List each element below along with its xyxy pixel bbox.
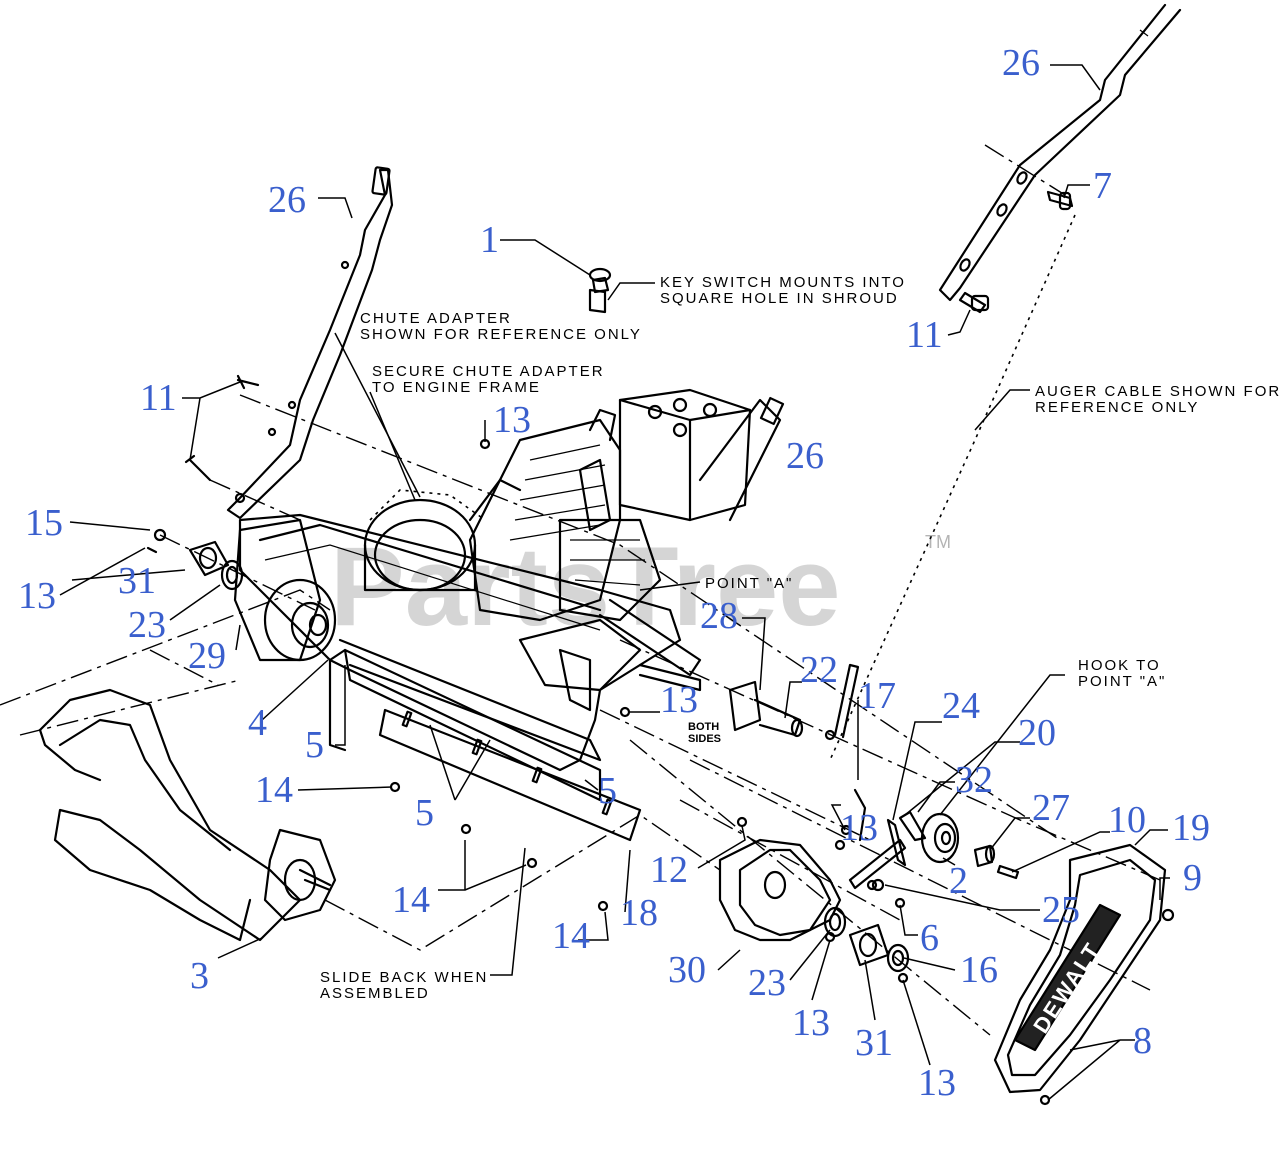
callout-26-left: 26 [268, 179, 306, 221]
note-both-1: BOTH [688, 721, 719, 733]
frame-housing [238, 513, 702, 772]
key-switch [588, 267, 612, 314]
callout-5-center: 5 [415, 792, 434, 834]
engine-assembly [468, 388, 785, 622]
callout-20: 20 [1018, 712, 1056, 754]
callout-18: 18 [620, 892, 658, 934]
callout-23-left: 23 [128, 604, 166, 646]
callout-6: 6 [920, 917, 939, 959]
callout-13-bottom-b: 13 [918, 1062, 956, 1104]
auger-cable [824, 663, 860, 741]
callout-5-right: 5 [598, 770, 617, 812]
callout-29: 29 [188, 635, 226, 677]
callout-13-center: 13 [660, 679, 698, 721]
callout-12: 12 [650, 849, 688, 891]
bolt-7 [1046, 190, 1074, 211]
chute-adapter [363, 489, 486, 592]
note-key-switch-1: KEY SWITCH MOUNTS INTO [660, 274, 906, 291]
callout-8: 8 [1133, 1020, 1152, 1062]
callout-14-c: 14 [552, 915, 590, 957]
callout-14-b: 14 [392, 879, 430, 921]
callout-19: 19 [1172, 807, 1210, 849]
callout-7: 7 [1093, 165, 1112, 207]
callout-13-bottom-a: 13 [792, 1002, 830, 1044]
note-hook-1: HOOK TO [1078, 657, 1161, 674]
alignment-lines [0, 144, 1161, 1036]
callout-9: 9 [1183, 857, 1202, 899]
note-slide-back-2: ASSEMBLED [320, 985, 430, 1002]
callout-11-left: 11 [140, 377, 177, 419]
callout-3: 3 [190, 955, 209, 997]
callout-23-right: 23 [748, 962, 786, 1004]
left-handle [226, 166, 394, 520]
bracket-28 [728, 680, 804, 738]
flange-31-right [848, 923, 890, 967]
callout-13-mid: 13 [840, 807, 878, 849]
callout-22: 22 [800, 649, 838, 691]
callout-11-right: 11 [906, 314, 943, 356]
callout-4: 4 [248, 702, 267, 744]
callout-31-left: 31 [118, 560, 156, 602]
note-chute-secure-1: SECURE CHUTE ADAPTER [372, 363, 605, 380]
callout-32: 32 [955, 759, 993, 801]
watermark-tm: TM [925, 532, 951, 552]
callout-26-engine: 26 [786, 435, 824, 477]
note-chute-secure-2: TO ENGINE FRAME [372, 379, 541, 396]
bearing-16 [886, 943, 910, 973]
right-handle-upper [938, 3, 1182, 302]
callout-13-left: 13 [18, 575, 56, 617]
callouts: 26 26 26 1 7 11 11 13 15 13 31 23 29 4 5… [18, 42, 1210, 1104]
bolt-10 [996, 864, 1020, 880]
callout-5-left: 5 [305, 724, 324, 766]
note-key-switch-2: SQUARE HOLE IN SHROUD [660, 290, 899, 307]
callout-25: 25 [1042, 889, 1080, 931]
note-slide-back-1: SLIDE BACK WHEN [320, 969, 488, 986]
note-chute-ref-1: CHUTE ADAPTER [360, 310, 512, 327]
note-both-2: SIDES [688, 733, 721, 745]
notes: KEY SWITCH MOUNTS INTO SQUARE HOLE IN SH… [320, 274, 1280, 1002]
callout-24: 24 [942, 685, 980, 727]
note-hook-2: POINT "A" [1078, 673, 1166, 690]
note-auger-cable-1: AUGER CABLE SHOWN FOR [1035, 383, 1280, 400]
callout-27: 27 [1032, 787, 1070, 829]
auger [38, 688, 337, 942]
note-auger-cable-2: REFERENCE ONLY [1035, 399, 1199, 416]
callout-30: 30 [668, 949, 706, 991]
callout-17: 17 [858, 675, 896, 717]
scraper-bar [343, 648, 642, 912]
callout-31-right: 31 [855, 1022, 893, 1064]
callout-13-top: 13 [493, 399, 531, 441]
shaft-22 [638, 663, 702, 692]
callout-15: 15 [25, 502, 63, 544]
leader-lines [59, 64, 1170, 1101]
callout-16: 16 [960, 949, 998, 991]
left-side-plate [233, 518, 337, 662]
spacer-27 [973, 844, 996, 868]
callout-28: 28 [700, 595, 738, 637]
callout-26-top: 26 [1002, 42, 1040, 84]
callout-1: 1 [480, 219, 499, 261]
callout-2: 2 [949, 860, 968, 902]
bearing-flange-left [146, 528, 244, 591]
note-point-a: POINT "A" [705, 575, 793, 592]
note-chute-ref-2: SHOWN FOR REFERENCE ONLY [360, 326, 642, 343]
screws-11-left [184, 374, 260, 482]
callout-10: 10 [1108, 799, 1146, 841]
callout-14-a: 14 [255, 769, 293, 811]
belt-cover: DEWALT [993, 843, 1175, 1106]
pulley-2 [920, 812, 960, 864]
bolt-11-right [958, 291, 990, 314]
